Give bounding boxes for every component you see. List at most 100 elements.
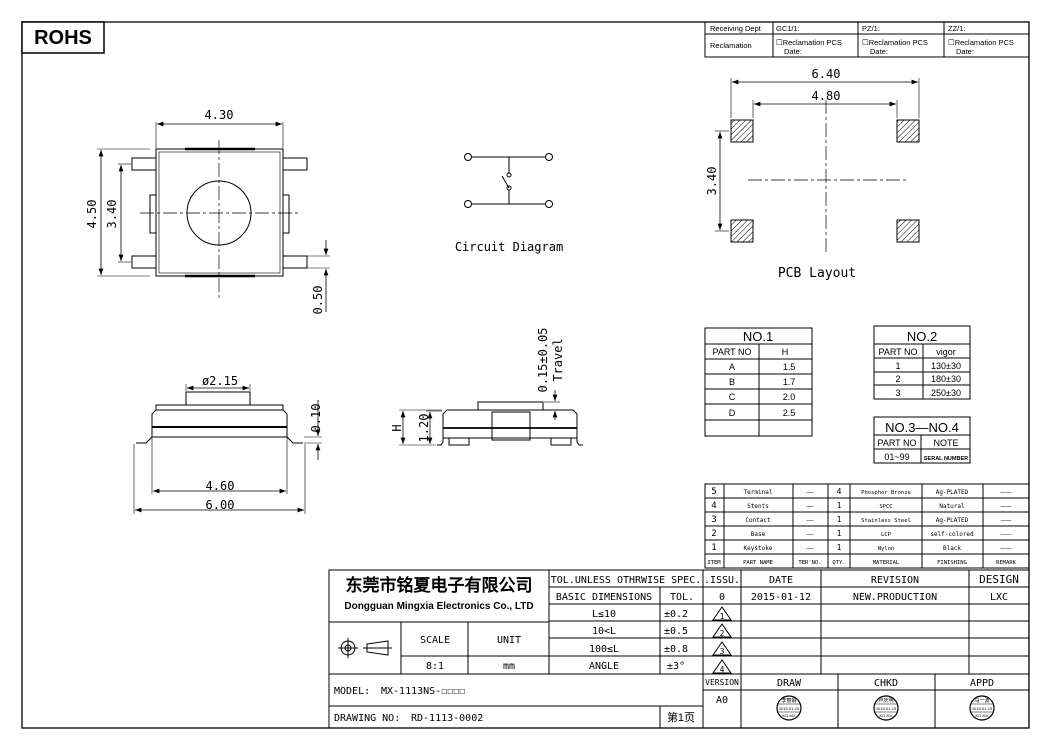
company-name-cn: 东莞市铭夏电子有限公司 <box>346 575 533 595</box>
no34-cell-note: SERAL NUMBER <box>924 456 968 462</box>
no2-cell: 3 <box>895 388 900 398</box>
no2-cell: 1 <box>895 361 900 371</box>
no1-header-h: H <box>782 347 789 357</box>
tol-range: 10<L <box>592 626 616 637</box>
bom-part-name: Terminal <box>744 489 773 496</box>
dim-terminal-width: 0.50 <box>311 286 325 315</box>
side-view-dims: ø2.15 0.10 4.60 6.00 <box>202 374 323 512</box>
version-value: A0 <box>716 695 728 706</box>
no1-title: NO.1 <box>743 329 773 344</box>
reclamation-pcs-2: ☐Reclamation PCS <box>862 38 928 47</box>
tol-value: ±0.5 <box>664 626 688 637</box>
tol-range: L≤10 <box>592 609 616 620</box>
pcb-dim-height: 3.40 <box>705 167 719 196</box>
rohs-mark: ROHS <box>21 21 105 54</box>
bom-qty: 1 <box>837 501 842 510</box>
no1-cell: 1.7 <box>783 377 796 387</box>
dim-height-inner: 3.40 <box>105 200 119 229</box>
bom-finishing: Ag-PLATED <box>936 489 969 496</box>
revision-triangle-icon <box>712 606 732 621</box>
no2-title: NO.2 <box>907 329 937 344</box>
front-view <box>399 390 583 446</box>
no1-table: NO.1 PART NO H A 1.5 B 1.7 C 2.0 D 2.5 <box>704 327 813 437</box>
design-value: LXC <box>990 592 1008 603</box>
tol-value: ±0.8 <box>664 644 688 655</box>
bom-item: 2 <box>711 529 716 539</box>
bom-item: 4 <box>711 501 716 511</box>
bom-ter-no: —— <box>806 531 814 538</box>
bom-material: SPCC <box>879 504 892 510</box>
side-view <box>133 384 322 514</box>
dim-button-diameter: ø2.15 <box>202 374 238 388</box>
revision-triangles: 1 2 3 4 <box>712 606 732 674</box>
bom-item: 1 <box>711 543 716 553</box>
bom-item: 3 <box>711 515 716 525</box>
rohs-label: ROHS <box>34 27 92 49</box>
revision-triangle-number: 4 <box>720 665 725 674</box>
pcb-caption: PCB Layout <box>778 266 856 281</box>
circuit-diagram <box>464 153 553 208</box>
dim-width-outer: 6.00 <box>206 498 235 512</box>
tol-range: 100≤L <box>589 644 619 655</box>
no2-table: NO.2 PART NO vigor 1 130±30 2 180±30 3 2… <box>873 325 971 400</box>
issu-header: .ISSU. <box>704 575 740 586</box>
revision-value: NEW.PRODUCTION <box>853 592 937 603</box>
drawing-no-value: RD-1113-0002 <box>411 713 483 724</box>
pcb-dims: 6.40 4.80 3.40 PCB Layout <box>705 67 856 281</box>
top-view-dims: 4.30 4.50 3.40 0.50 <box>85 108 325 314</box>
bom-finishing: Black <box>943 545 961 552</box>
bom-ter-no: —— <box>806 489 814 496</box>
bom-header-finishing: FINISHING <box>937 560 967 566</box>
bom-remark: ——— <box>1001 531 1012 538</box>
receiving-gc: GC1/1: <box>776 24 800 33</box>
bom-qty: 1 <box>837 529 842 538</box>
basic-dimensions-label: BASIC DIMENSIONS <box>556 592 652 603</box>
bom-ter-no: —— <box>806 545 814 552</box>
appd-header: APPD <box>970 678 994 689</box>
revision-header: REVISION <box>871 575 919 586</box>
revision-triangle-number: 2 <box>720 629 725 638</box>
model-value: MX-1113NS-☐☐☐☐ <box>381 686 465 697</box>
bom-finishing: self-colored <box>930 531 974 538</box>
bom-header-qty: QTY. <box>832 560 845 566</box>
bom-remark: ——— <box>1001 503 1012 510</box>
chkd-stamp: 卢庆明 2015-01-15 KG-MX <box>873 695 899 721</box>
receiving-zz: ZZ/1: <box>948 24 966 33</box>
bom-remark: ——— <box>1001 489 1012 496</box>
no1-cell: B <box>729 377 735 387</box>
model-label: MODEL: <box>334 686 370 697</box>
bom-qty: 4 <box>837 487 842 496</box>
bom-finishing: Natural <box>939 503 965 510</box>
draw-stamp: 李丽娟 2015-01-15 KG-MX <box>776 695 802 721</box>
draw-header: DRAW <box>777 678 802 689</box>
stamp-name: 马一波 <box>974 697 989 704</box>
stamp-date: 2015-01-15 <box>876 706 897 711</box>
scale-value: 8:1 <box>426 661 444 672</box>
issu-value: 0 <box>719 592 725 603</box>
reclamation-label: Reclamation <box>710 41 752 50</box>
dim-width-top: 4.30 <box>205 108 234 122</box>
revision-triangle-icon <box>712 641 732 656</box>
revision-triangle-icon <box>712 623 732 638</box>
dim-width-inner: 4.60 <box>206 479 235 493</box>
dim-travel: 0.15±0.05 <box>536 327 550 392</box>
bom-part-name: Stents <box>747 503 769 510</box>
bom-material: Stainless Steel <box>861 518 911 524</box>
tol-range: ANGLE <box>589 661 619 672</box>
front-view-dims: H 1.20 0.15±0.05 Travel <box>390 327 565 442</box>
no2-cell: 250±30 <box>931 388 961 398</box>
stamp-org: KG-MX <box>782 713 795 718</box>
reclamation-pcs-1: ☐Reclamation PCS <box>776 38 842 47</box>
circuit-caption: Circuit Diagram <box>455 240 563 254</box>
dim-height-outer: 4.50 <box>85 200 99 229</box>
bom-table: 5 Terminal —— 4 Phosphor Bronze Ag-PLATE… <box>704 483 1030 569</box>
tol-title: TOL.UNLESS OTHRWISE SPEC. <box>551 575 702 586</box>
travel-label: Travel <box>551 338 565 381</box>
bom-material: Nylon <box>878 546 895 552</box>
revision-triangle-icon <box>712 659 732 674</box>
pcb-layout <box>715 78 920 255</box>
bom-finishing: Ag-PLATED <box>936 517 969 524</box>
stamp-date: 2015-01-15 <box>779 706 800 711</box>
reclamation-pcs-3: ☐Reclamation PCS <box>948 38 1014 47</box>
